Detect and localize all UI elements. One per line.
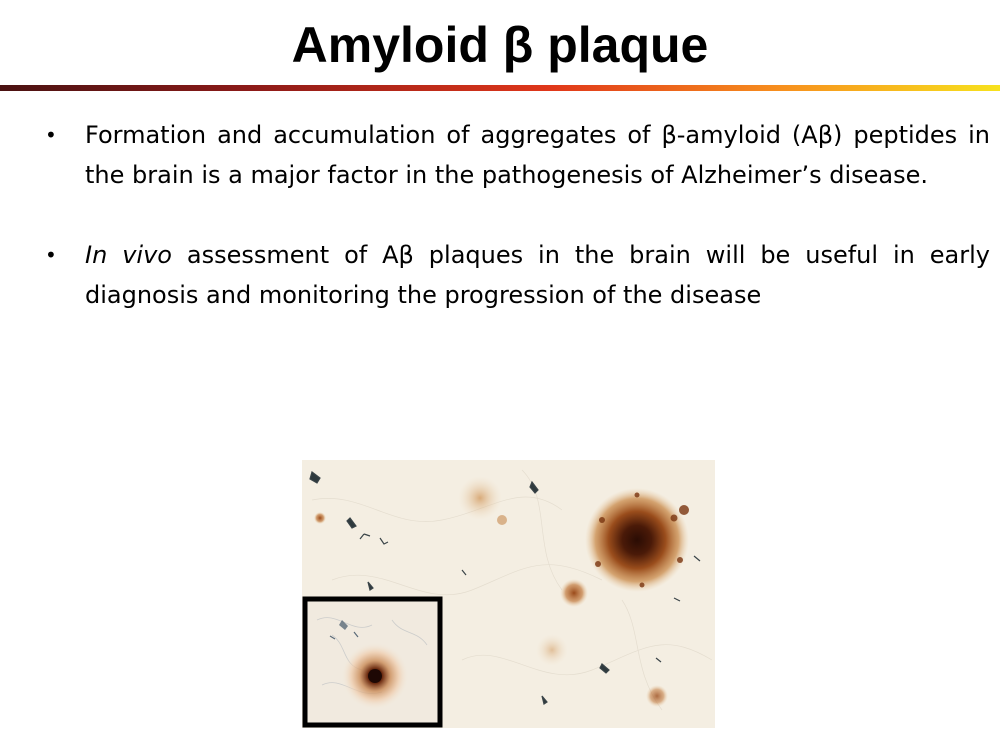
bullet-text: Formation and accumulation of aggregates… bbox=[85, 121, 990, 189]
large-plaque bbox=[585, 488, 689, 592]
micrograph-svg bbox=[302, 460, 715, 728]
bullet-text: assessment of Aβ plaques in the brain wi… bbox=[85, 241, 990, 309]
bullet-dot-icon: • bbox=[45, 123, 57, 147]
faint-plaque bbox=[458, 476, 502, 520]
bullet-item-pathogenesis: • Formation and accumulation of aggregat… bbox=[45, 115, 990, 195]
plaque-micrograph-image bbox=[302, 460, 715, 728]
bullet-dot-icon: • bbox=[45, 243, 57, 267]
slide-title: Amyloid β plaque bbox=[291, 17, 709, 73]
bullet-italic-lead: In vivo bbox=[85, 241, 172, 269]
bullet-item-in-vivo: • In vivo assessment of Aβ plaques in th… bbox=[45, 235, 990, 315]
inset-panel bbox=[302, 596, 443, 728]
bullet-list: • Formation and accumulation of aggregat… bbox=[45, 115, 990, 355]
title-underline bbox=[0, 85, 1000, 91]
small-plaque bbox=[560, 579, 588, 607]
